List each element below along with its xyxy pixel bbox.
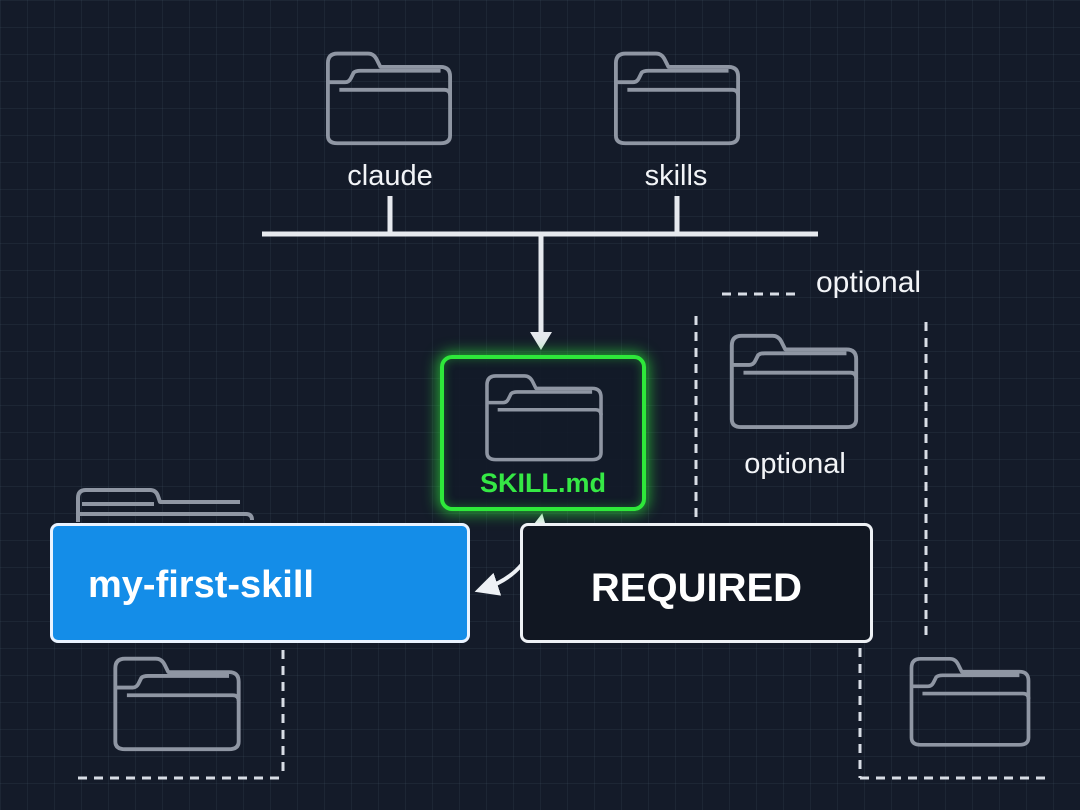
skills-folder-icon [613,51,741,146]
bottom-left-folder-icon [115,659,238,750]
claude-folder-label: claude [347,160,433,192]
my-first-skill-label: my-first-skill [88,564,314,606]
skill-md-folder-icon [485,374,603,462]
required-label: REQUIRED [590,566,803,610]
optional-group-label: optional [816,266,922,299]
tree-connector [262,196,818,336]
skill-md-node: SKILL.md [440,355,646,511]
optional-folder-label: optional [744,448,846,480]
claude-folder-icon [325,51,453,146]
required-node: REQUIRED [520,523,873,643]
optional-dashed-guides [78,292,1045,780]
folder-stack-icon [76,488,254,522]
down-arrow-icon [530,332,552,350]
skills-folder-label: skills [644,160,708,192]
skill-md-label: SKILL.md [480,468,606,498]
optional-folder-icon [729,333,859,430]
my-first-skill-node: my-first-skill [50,523,470,643]
bottom-right-folder-icon [909,656,1031,747]
